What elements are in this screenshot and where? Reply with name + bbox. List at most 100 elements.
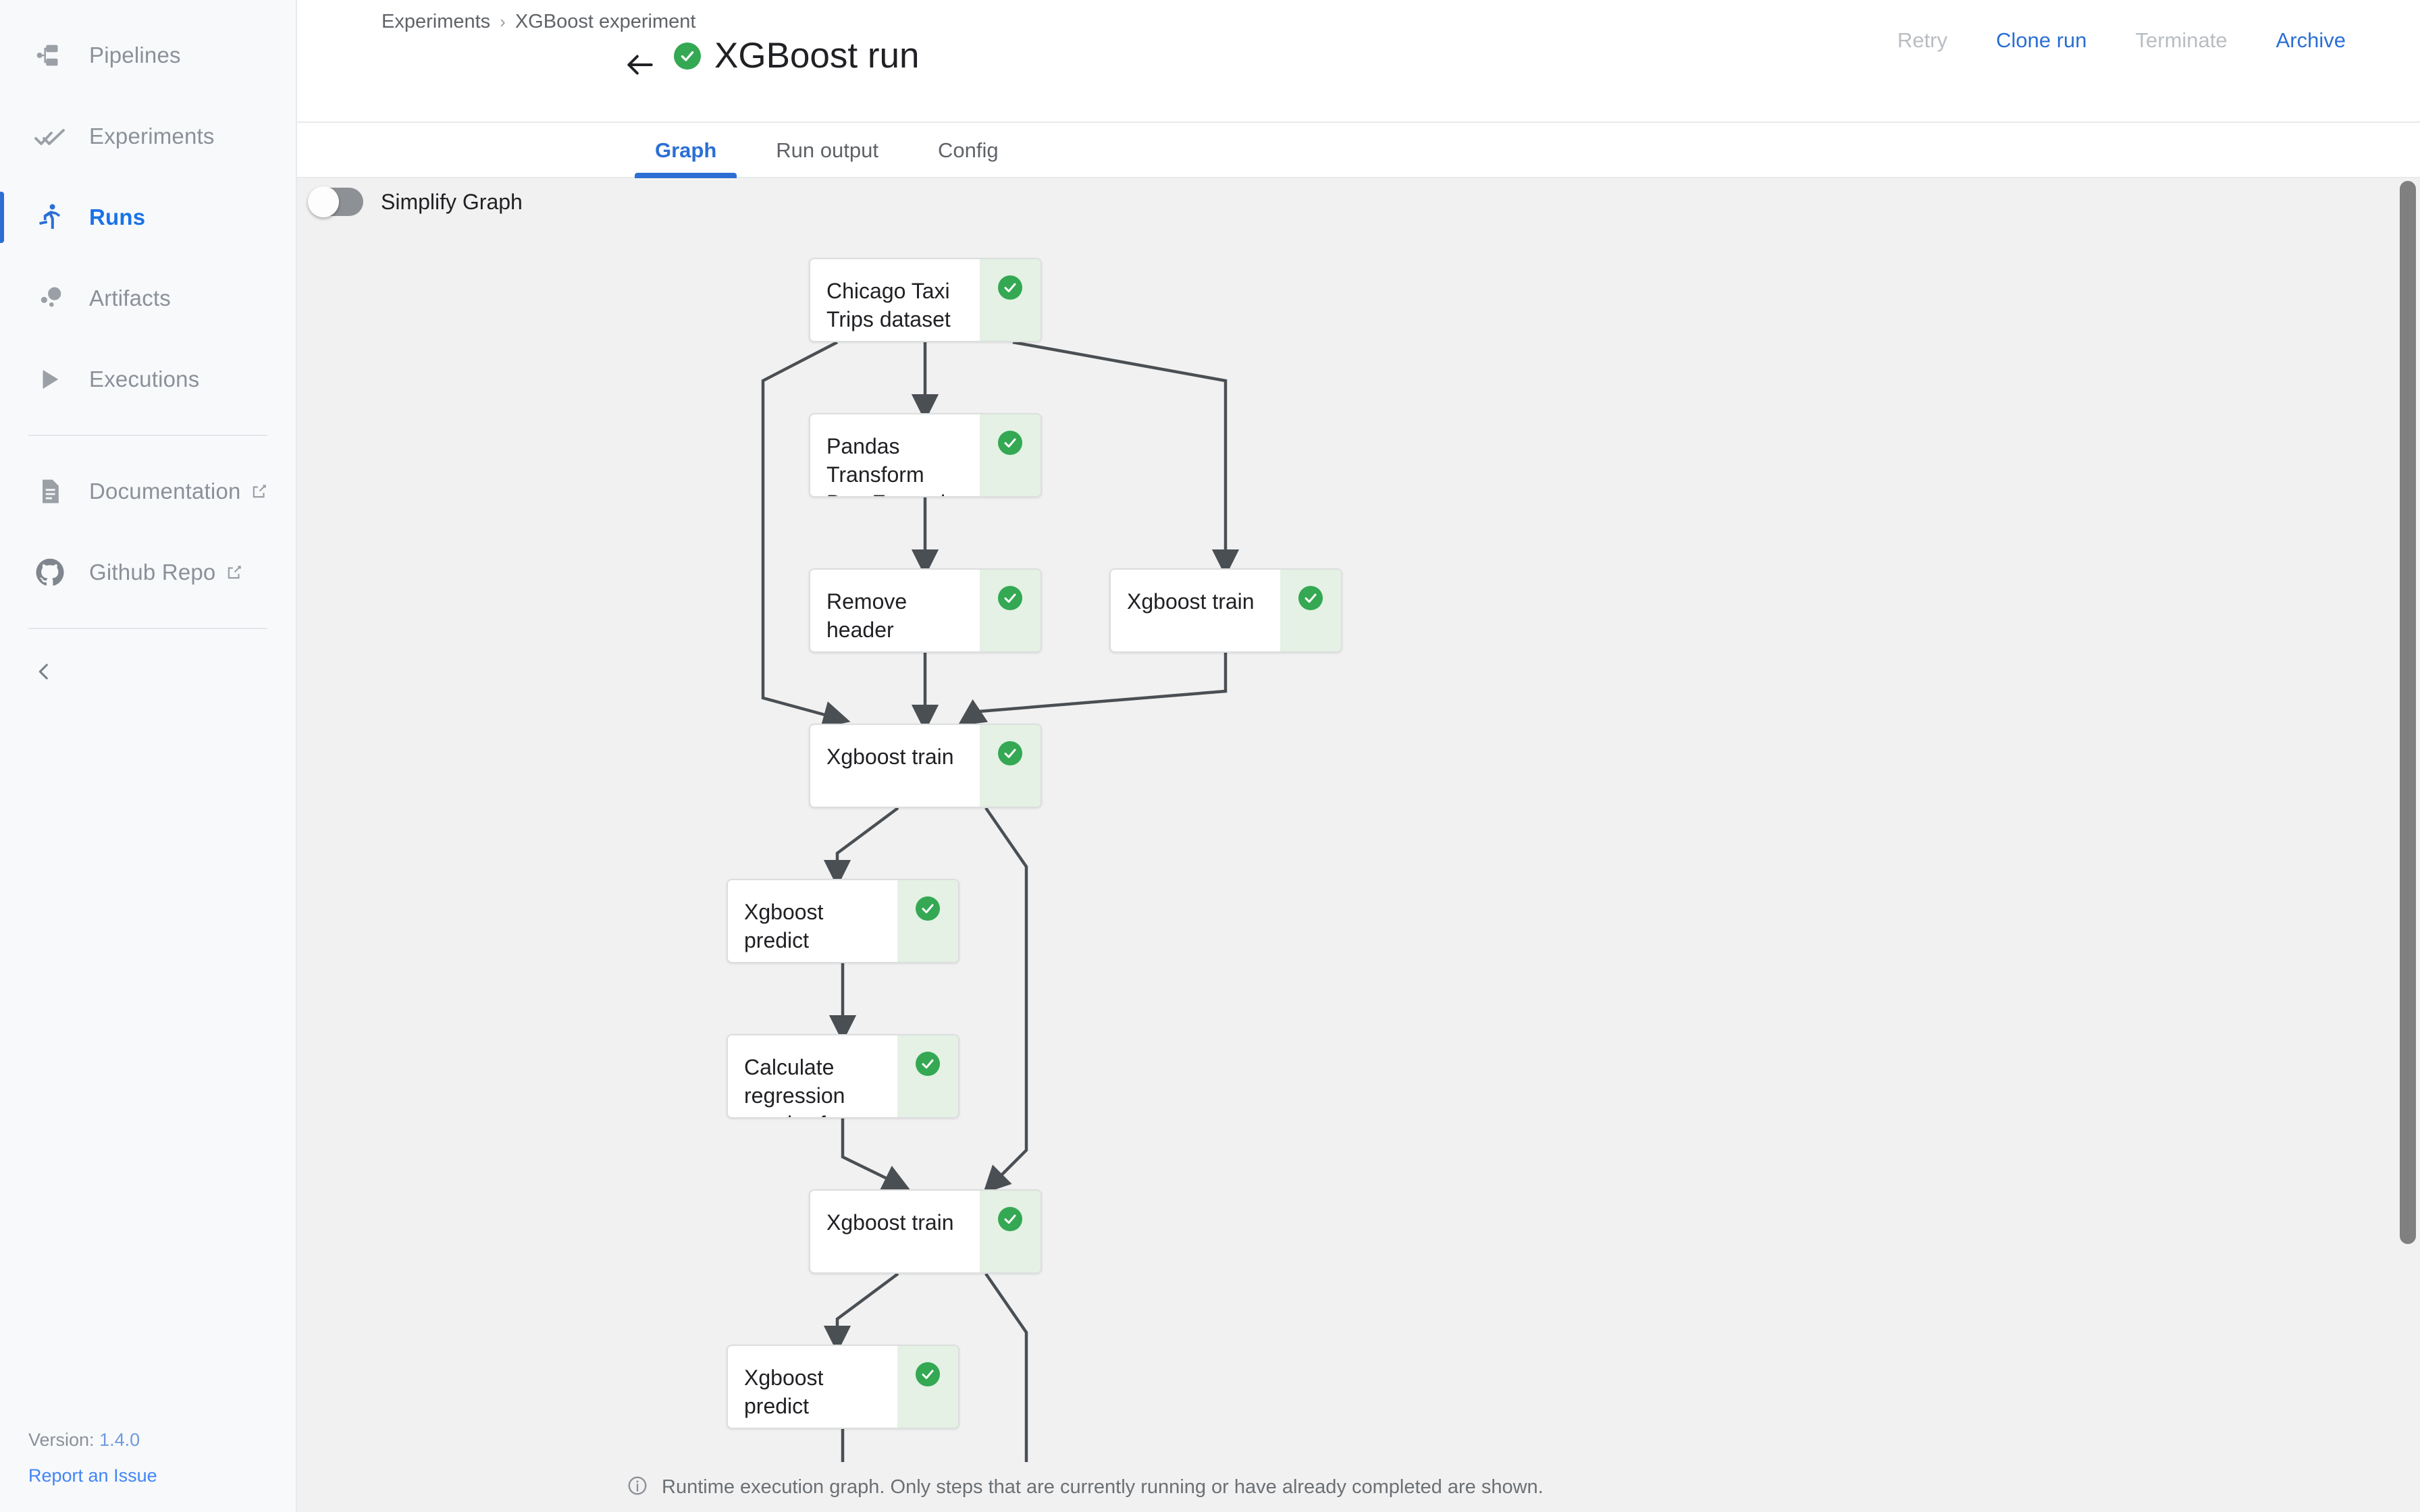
sidebar: Pipelines Experiments [0, 0, 297, 1512]
sidebar-item-label: Artifacts [89, 286, 171, 310]
header-actions: Retry Clone run Terminate Archive [1897, 28, 2346, 53]
graph-node[interactable]: Chicago Taxi Trips dataset [809, 258, 1042, 342]
external-link-icon [226, 564, 243, 581]
sidebar-divider-bottom [28, 628, 267, 629]
graph-node[interactable]: Xgboost predict [727, 879, 959, 963]
version-row: Version: 1.4.0 [28, 1430, 157, 1451]
toggle-knob [308, 186, 339, 217]
node-status-strip [980, 1191, 1041, 1272]
node-status-strip [980, 414, 1041, 496]
executions-icon [28, 358, 72, 401]
tab-bar: Graph Run output Config [297, 123, 2420, 178]
sidebar-item-label: Pipelines [89, 43, 181, 68]
top-bar: Experiments › XGBoost experiment XGBoost… [297, 0, 2420, 123]
graph-footnote: Runtime execution graph. Only steps that… [297, 1462, 2420, 1512]
breadcrumb-item-experiments[interactable]: Experiments [382, 11, 491, 32]
node-label: Chicago Taxi Trips dataset [826, 279, 951, 331]
info-icon [627, 1475, 648, 1500]
tab-label: Graph [655, 138, 717, 162]
graph-node[interactable]: Remove header [809, 568, 1042, 653]
sidebar-item-runs[interactable]: Runs [0, 177, 296, 258]
document-icon [28, 470, 72, 513]
node-status-strip [1280, 570, 1341, 651]
graph-node[interactable]: Calculate regression metrics from csv [727, 1034, 959, 1118]
breadcrumb: Experiments › XGBoost experiment [382, 11, 695, 33]
breadcrumb-item-xgboost-experiment[interactable]: XGBoost experiment [515, 11, 696, 32]
simplify-graph-toggle-row: Simplify Graph [308, 186, 523, 217]
node-label: Pandas Transform DataFrame in CSV format [826, 434, 957, 496]
main-content: Experiments › XGBoost experiment XGBoost… [297, 0, 2420, 1512]
vertical-scrollbar-track[interactable] [2396, 178, 2420, 1512]
vertical-scrollbar-thumb[interactable] [2400, 181, 2416, 1244]
page-title-row: XGBoost run [674, 35, 919, 76]
sidebar-item-label: Executions [89, 367, 200, 392]
sidebar-footer: Version: 1.4.0 Report an Issue [28, 1430, 157, 1486]
node-label: Xgboost train [1127, 589, 1255, 614]
external-link-icon [251, 483, 268, 500]
success-check-icon [998, 741, 1022, 765]
simplify-graph-toggle[interactable] [308, 186, 363, 217]
sidebar-item-label: Github Repo [89, 560, 216, 585]
terminate-button[interactable]: Terminate [2135, 28, 2228, 52]
experiments-icon [28, 115, 72, 158]
page-title: XGBoost run [714, 36, 920, 76]
sidebar-item-github-repo[interactable]: Github Repo [0, 532, 296, 613]
node-label: Xgboost train [826, 745, 954, 769]
version-value: 1.4.0 [99, 1430, 140, 1450]
sidebar-item-documentation[interactable]: Documentation [0, 451, 296, 532]
success-check-icon [998, 275, 1022, 300]
node-label: Xgboost predict [744, 1366, 824, 1418]
graph-footnote-text: Runtime execution graph. Only steps that… [662, 1476, 1544, 1498]
breadcrumb-separator-icon: › [500, 11, 506, 32]
sidebar-item-label: Runs [89, 205, 146, 230]
node-label: Remove header [826, 589, 908, 642]
sidebar-item-pipelines[interactable]: Pipelines [0, 15, 296, 96]
graph-canvas[interactable]: Simplify Graph [297, 178, 2420, 1512]
success-check-icon [998, 586, 1022, 610]
success-check-icon [998, 1207, 1022, 1231]
sidebar-item-artifacts[interactable]: Artifacts [0, 258, 296, 339]
clone-run-button[interactable]: Clone run [1996, 28, 2087, 52]
back-arrow-icon[interactable] [621, 46, 659, 84]
node-label: Xgboost train [826, 1210, 954, 1235]
node-status-strip [897, 1035, 958, 1117]
tab-graph[interactable]: Graph [635, 123, 737, 178]
node-status-strip [980, 725, 1041, 807]
graph-node[interactable]: Xgboost predict [727, 1345, 959, 1429]
tab-label: Run output [776, 138, 878, 162]
retry-button[interactable]: Retry [1897, 28, 1948, 52]
chevron-left-icon [32, 660, 55, 689]
tab-run-output[interactable]: Run output [756, 123, 899, 178]
version-label: Version: [28, 1430, 95, 1450]
success-check-icon [674, 42, 701, 70]
success-check-icon [916, 1362, 940, 1386]
graph-edges [761, 340, 1240, 1512]
success-check-icon [916, 896, 940, 921]
sidebar-nav: Pipelines Experiments [0, 0, 296, 705]
artifacts-icon [28, 277, 72, 320]
sidebar-item-executions[interactable]: Executions [0, 339, 296, 420]
archive-button[interactable]: Archive [2276, 28, 2346, 52]
sidebar-item-experiments[interactable]: Experiments [0, 96, 296, 177]
graph-node[interactable]: Xgboost train [809, 724, 1042, 808]
tab-config[interactable]: Config [918, 123, 1019, 178]
node-status-strip [980, 570, 1041, 651]
sidebar-item-label: Documentation [89, 479, 241, 504]
node-status-strip [897, 880, 958, 962]
sidebar-item-label: Experiments [89, 124, 215, 148]
report-issue-link[interactable]: Report an Issue [28, 1465, 157, 1486]
graph-node[interactable]: Xgboost train [1109, 568, 1342, 653]
success-check-icon [1298, 586, 1323, 610]
github-icon [28, 551, 72, 594]
tab-label: Config [937, 138, 999, 162]
runs-icon [28, 196, 72, 239]
node-status-strip [980, 259, 1041, 341]
graph-node[interactable]: Xgboost train [809, 1189, 1042, 1274]
pipelines-icon [28, 34, 72, 77]
graph-node[interactable]: Pandas Transform DataFrame in CSV format [809, 413, 1042, 497]
node-label: Calculate regression metrics from csv [744, 1055, 863, 1117]
sidebar-collapse-button[interactable] [0, 644, 296, 705]
simplify-graph-label: Simplify Graph [381, 189, 523, 214]
success-check-icon [916, 1052, 940, 1076]
